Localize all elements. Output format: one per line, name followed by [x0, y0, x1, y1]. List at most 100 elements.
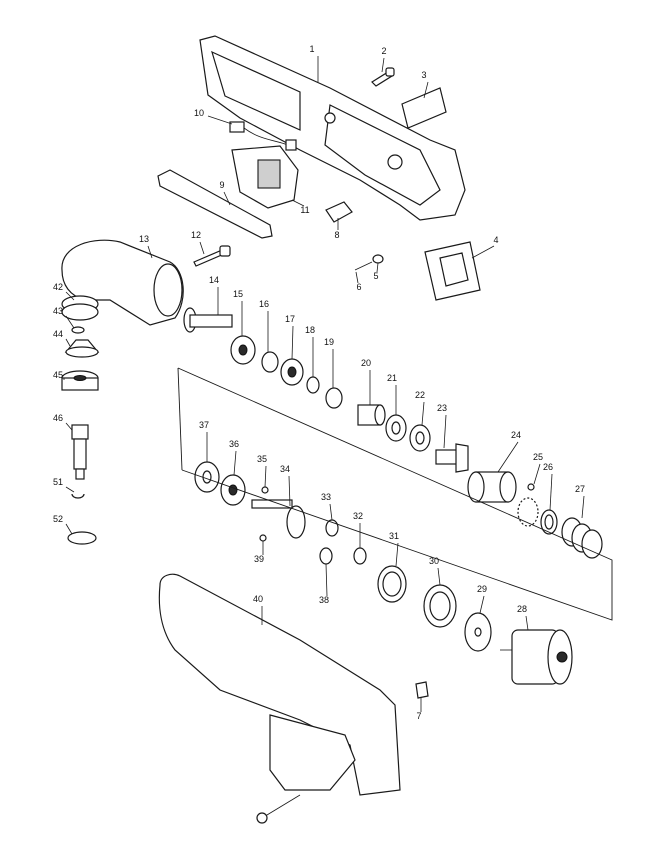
spindle-part	[71, 424, 89, 480]
callout-leader-24	[497, 441, 519, 473]
callout-leader-6	[355, 271, 359, 284]
callout-number-42: 42	[53, 282, 63, 292]
callout-leader-22	[421, 401, 425, 426]
callout-leader-12	[199, 241, 205, 255]
callout-number-37: 37	[199, 420, 209, 430]
callout-number-44: 44	[53, 329, 63, 339]
callout-leader-43	[65, 315, 75, 329]
callout-number-26: 26	[543, 462, 553, 472]
callout-leader-42	[65, 291, 75, 301]
retaining-ring-part	[67, 531, 97, 545]
assembly-frame-line	[177, 367, 613, 621]
battery-terminal-part	[424, 241, 481, 301]
callout-number-18: 18	[305, 325, 315, 335]
callout-number-45: 45	[53, 370, 63, 380]
callout-leader-5	[376, 262, 379, 273]
callout-number-30: 30	[429, 556, 439, 566]
motor-part	[500, 629, 573, 685]
callout-number-38: 38	[319, 595, 329, 605]
callout-leader-35	[264, 465, 267, 488]
switch-lever-part	[157, 169, 273, 239]
carrier-part	[251, 499, 306, 539]
callout-number-27: 27	[575, 484, 585, 494]
callout-number-17: 17	[285, 314, 295, 324]
callout-leader-36	[233, 450, 237, 476]
callout-number-52: 52	[53, 514, 63, 524]
callout-leader-11	[291, 199, 305, 207]
callout-number-4: 4	[493, 235, 498, 245]
callout-number-11: 11	[300, 205, 309, 215]
ring-part	[61, 295, 99, 321]
callout-leader-46	[65, 422, 73, 431]
callout-number-32: 32	[353, 511, 363, 521]
ball-part	[259, 534, 267, 542]
callout-number-33: 33	[321, 492, 331, 502]
callout-number-15: 15	[233, 289, 243, 299]
callout-leader-31	[395, 542, 399, 567]
callout-leader-51	[65, 486, 75, 493]
screw-part	[193, 245, 231, 267]
washer-part	[409, 424, 431, 452]
callout-leader-23	[443, 414, 447, 449]
callout-number-6: 6	[356, 282, 361, 292]
callout-leader-52	[65, 523, 73, 535]
callout-leader-10	[207, 115, 233, 125]
callout-number-31: 31	[389, 531, 399, 541]
callout-number-10: 10	[194, 108, 204, 118]
switch-unit-part	[231, 145, 299, 209]
callout-leader-4	[471, 245, 495, 259]
callout-leader-34	[288, 475, 291, 507]
callout-leader-2	[381, 57, 385, 73]
callout-number-43: 43	[53, 306, 63, 316]
callout-leader-38	[325, 563, 328, 597]
callout-leader-17	[291, 325, 294, 360]
disc-part	[464, 612, 492, 652]
callout-number-14: 14	[209, 275, 219, 285]
callout-number-2: 2	[381, 46, 386, 56]
spacer-part	[357, 404, 386, 426]
callout-leader-3	[423, 81, 429, 99]
steel-ball-part	[517, 483, 539, 527]
label-plate-part	[401, 87, 447, 129]
callout-number-22: 22	[415, 390, 425, 400]
bearing-part	[230, 335, 256, 365]
retaining-ring-part	[306, 376, 320, 394]
callout-leader-27	[581, 495, 585, 519]
washer-part	[540, 509, 558, 535]
callout-number-5: 5	[373, 271, 378, 281]
callout-number-1: 1	[309, 44, 314, 54]
retaining-ring-part	[71, 493, 85, 499]
o-ring-part	[71, 326, 85, 334]
callout-leader-29	[479, 595, 485, 614]
callout-number-23: 23	[437, 403, 447, 413]
housing-lower-part	[158, 573, 401, 824]
callout-leader-26	[549, 473, 553, 511]
callout-number-51: 51	[53, 477, 63, 487]
washer-part	[194, 461, 220, 493]
callout-number-46: 46	[53, 413, 63, 423]
callout-number-36: 36	[229, 439, 239, 449]
ring-gear-part	[423, 584, 457, 628]
callout-number-28: 28	[517, 604, 527, 614]
callout-number-12: 12	[191, 230, 201, 240]
bearing-part	[280, 358, 304, 386]
callout-leader-44	[65, 338, 71, 347]
callout-number-25: 25	[533, 452, 543, 462]
housing-upper-part	[199, 35, 466, 221]
callout-number-3: 3	[421, 70, 426, 80]
sleeve-part	[261, 351, 279, 373]
retaining-ring-part	[325, 387, 343, 409]
callout-number-35: 35	[257, 454, 267, 464]
callout-leader-28	[525, 615, 529, 631]
callout-number-34: 34	[280, 464, 290, 474]
o-ring-part	[561, 517, 603, 559]
connector-part	[229, 121, 297, 151]
switch-knob-part	[325, 201, 353, 223]
callout-leader-33	[329, 503, 333, 521]
callout-number-21: 21	[387, 373, 397, 383]
shaft-part	[183, 307, 233, 333]
callout-number-16: 16	[259, 299, 269, 309]
ball-part	[261, 486, 269, 494]
